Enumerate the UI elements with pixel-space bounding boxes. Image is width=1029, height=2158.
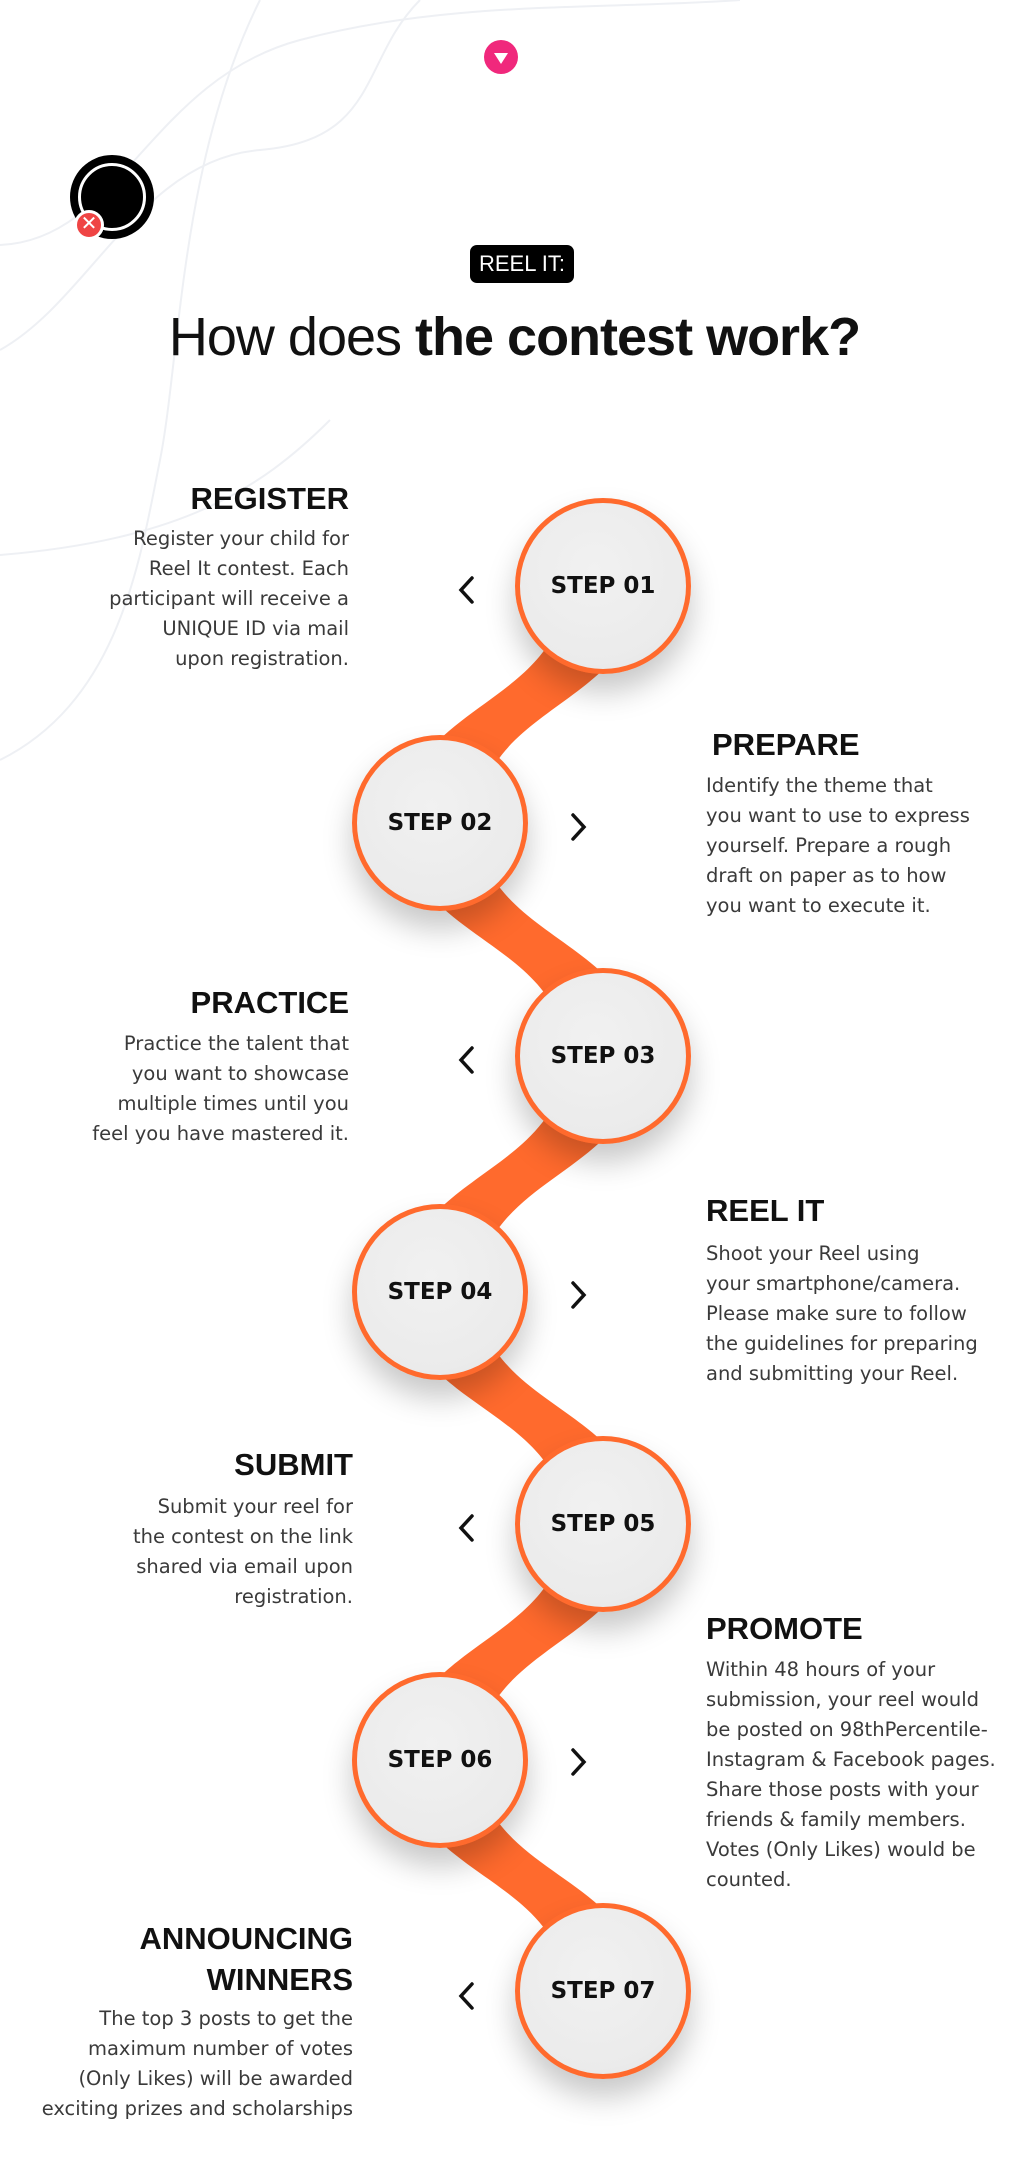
- step-heading: SUBMIT: [234, 1447, 353, 1482]
- step-heading: REGISTER: [190, 481, 349, 516]
- step-circle[interactable]: STEP 03: [515, 968, 691, 1144]
- chevron-left-icon[interactable]: [452, 1508, 482, 1548]
- step-label: STEP 07: [550, 1978, 656, 2004]
- chevron-left-icon[interactable]: [452, 1976, 482, 2016]
- step-label: STEP 02: [387, 810, 493, 836]
- chevron-left-icon[interactable]: [452, 570, 482, 610]
- chevron-right-icon[interactable]: [563, 1742, 593, 1782]
- title-light: How does: [168, 307, 416, 367]
- chevron-right-icon[interactable]: [563, 1275, 593, 1315]
- step-label: STEP 06: [387, 1747, 493, 1773]
- step-circle[interactable]: STEP 02: [352, 735, 528, 911]
- step-description: Identify the theme that you want to use …: [706, 774, 970, 917]
- step-description: Register your child for Reel It contest.…: [109, 527, 349, 670]
- page-title: How does the contest work?: [0, 306, 1029, 368]
- step-heading: ANNOUNCING WINNERS: [139, 1921, 353, 1997]
- step-label: STEP 04: [387, 1279, 493, 1305]
- step-description: Practice the talent that you want to sho…: [92, 1032, 349, 1145]
- step-description: The top 3 posts to get the maximum numbe…: [41, 2007, 353, 2120]
- step-label: STEP 05: [550, 1511, 656, 1537]
- step-label: STEP 01: [550, 573, 656, 599]
- pin-icon: [484, 40, 518, 74]
- step-heading: PROMOTE: [706, 1611, 863, 1646]
- close-badge-icon: ✕: [74, 210, 104, 240]
- title-bold: the contest work?: [415, 307, 861, 367]
- step-circle[interactable]: STEP 06: [352, 1672, 528, 1848]
- step-description: Submit your reel for the contest on the …: [132, 1495, 353, 1608]
- step-circle[interactable]: STEP 04: [352, 1204, 528, 1380]
- chevron-left-icon[interactable]: [452, 1040, 482, 1080]
- chevron-right-icon[interactable]: [563, 807, 593, 847]
- step-description: Within 48 hours of your submission, your…: [706, 1658, 996, 1891]
- section-badge: REEL IT:: [470, 245, 574, 283]
- step-circle[interactable]: STEP 05: [515, 1436, 691, 1612]
- step-heading: REEL IT: [706, 1193, 825, 1228]
- step-label: STEP 03: [550, 1043, 656, 1069]
- step-heading: PREPARE: [712, 727, 860, 762]
- step-description: Shoot your Reel using your smartphone/ca…: [706, 1242, 978, 1385]
- logo-ring: [78, 163, 146, 231]
- step-circle[interactable]: STEP 01: [515, 498, 691, 674]
- step-circle[interactable]: STEP 07: [515, 1903, 691, 2079]
- step-heading: PRACTICE: [190, 985, 349, 1020]
